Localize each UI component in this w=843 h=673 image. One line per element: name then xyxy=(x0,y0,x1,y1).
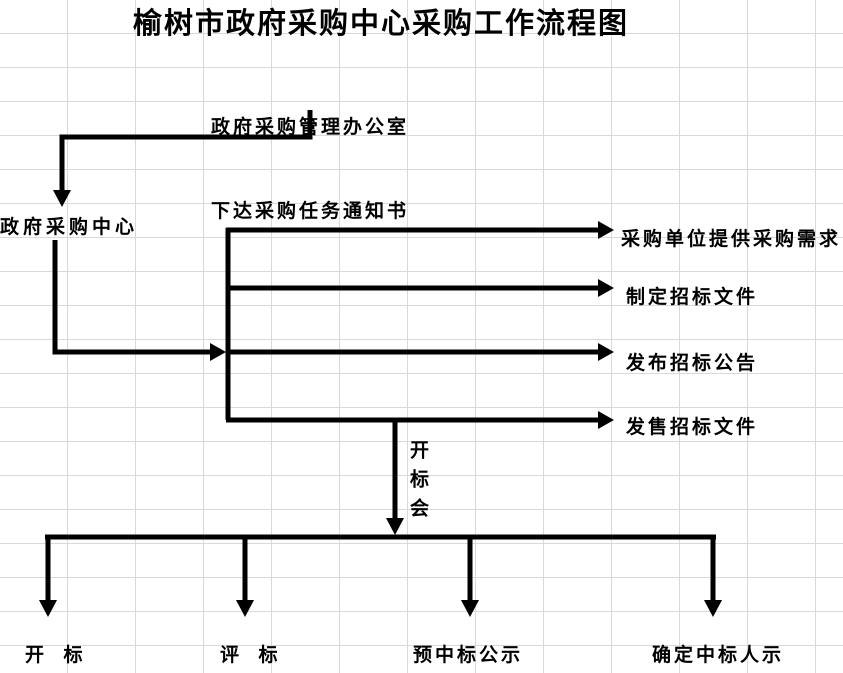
page-title: 榆树市政府采购中心采购工作流程图 xyxy=(132,8,629,40)
connector-center-to-junction xyxy=(52,240,210,355)
node-confirm-winner: 确定中标人示 xyxy=(652,645,785,666)
node-branch-prepare-documents: 制定招标文件 xyxy=(626,287,759,308)
arrowhead-award xyxy=(704,600,722,617)
node-pre-award-publicity: 预中标公示 xyxy=(413,645,524,666)
node-branch-publish-announcement: 发布招标公告 xyxy=(626,353,759,374)
node-branch-sell-documents: 发售招标文件 xyxy=(626,417,759,438)
office-line-1: 政府采购管理办公室 xyxy=(210,117,409,138)
arrowhead-branch-documents xyxy=(598,279,614,297)
node-bid-opening-meeting: 开标会 xyxy=(407,440,428,527)
node-branch-provide-demand: 采购单位提供采购需求 xyxy=(621,229,842,250)
arrowhead-branch-sale xyxy=(598,411,614,429)
node-bid-opening: 开 标 xyxy=(25,645,86,666)
node-procurement-center: 政府采购中心 xyxy=(0,217,139,238)
arrowhead-bid-opening xyxy=(39,600,57,617)
arrowhead-branch-demand xyxy=(598,221,614,239)
node-bid-evaluation: 评 标 xyxy=(220,645,281,666)
office-line-2: 下达采购任务通知书 xyxy=(210,201,409,222)
arrowhead-branch-announcement xyxy=(598,343,614,361)
node-procurement-office: 政府采购管理办公室 下达采购任务通知书 xyxy=(190,58,430,254)
arrowhead-pre-award xyxy=(461,600,479,617)
arrowhead-right-junction xyxy=(210,343,226,361)
connector-office-to-center xyxy=(59,110,313,192)
arrowhead-evaluation xyxy=(236,600,254,617)
arrowhead-down-center xyxy=(53,190,71,207)
arrowhead-meeting xyxy=(386,518,404,535)
